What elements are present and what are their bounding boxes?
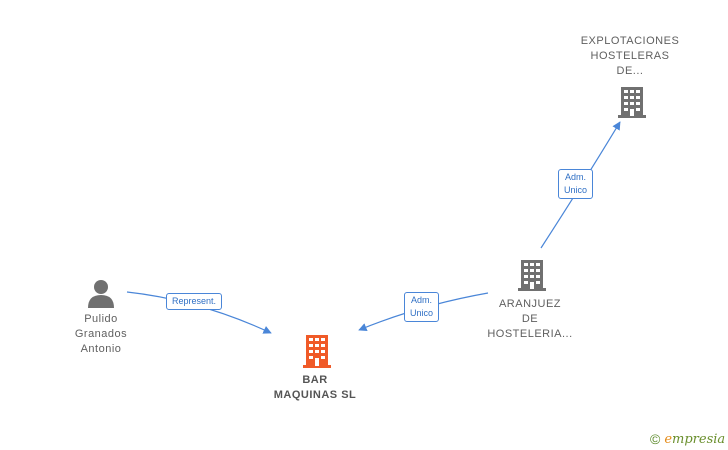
building-icon[interactable] [302,334,332,368]
node-label-aranjuez[interactable]: ARANJUEZ DE HOSTELERIA... [475,297,585,342]
building-icon[interactable] [617,86,647,118]
node-label-line: Pulido [84,313,118,325]
empresia-logo: © empresia [650,430,725,448]
edge-label-adm-unico-explotaciones[interactable]: Adm. Unico [558,169,594,199]
edge-label-text: Adm. [411,295,433,305]
node-label-line: ARANJUEZ [498,298,562,310]
node-label-bar[interactable]: BAR MAQUINAS SL [255,373,375,403]
node-label-line: MAQUINAS SL [273,389,357,401]
brand-rest: mpresia [672,431,726,447]
node-label-line: DE... [616,65,644,77]
node-label-line: HOSTELERAS [590,50,670,62]
brand-name: empresia [664,432,725,447]
edge-label-text: Represent. [172,296,217,306]
edge-label-represent[interactable]: Represent. [166,293,223,310]
person-icon[interactable] [86,278,116,308]
edge-label-text: Adm. [565,172,587,182]
node-label-line: EXPLOTACIONES [580,35,680,47]
node-label-pulido[interactable]: Pulido Granados Antonio [55,312,147,357]
node-label-line: HOSTELERIA... [487,328,573,340]
node-label-line: Antonio [80,343,122,355]
copyright-icon: © [650,431,661,447]
edge-label-adm-unico-bar[interactable]: Adm. Unico [404,292,440,322]
node-label-explotaciones[interactable]: EXPLOTACIONES HOSTELERAS DE... [570,34,690,79]
node-label-line: Granados [74,328,128,340]
node-label-line: BAR [302,374,328,386]
building-icon[interactable] [517,259,547,291]
node-label-line: DE [521,313,539,325]
edge-label-text: Unico [410,308,434,318]
brand-initial: e [664,431,673,447]
edge-label-text: Unico [564,185,588,195]
